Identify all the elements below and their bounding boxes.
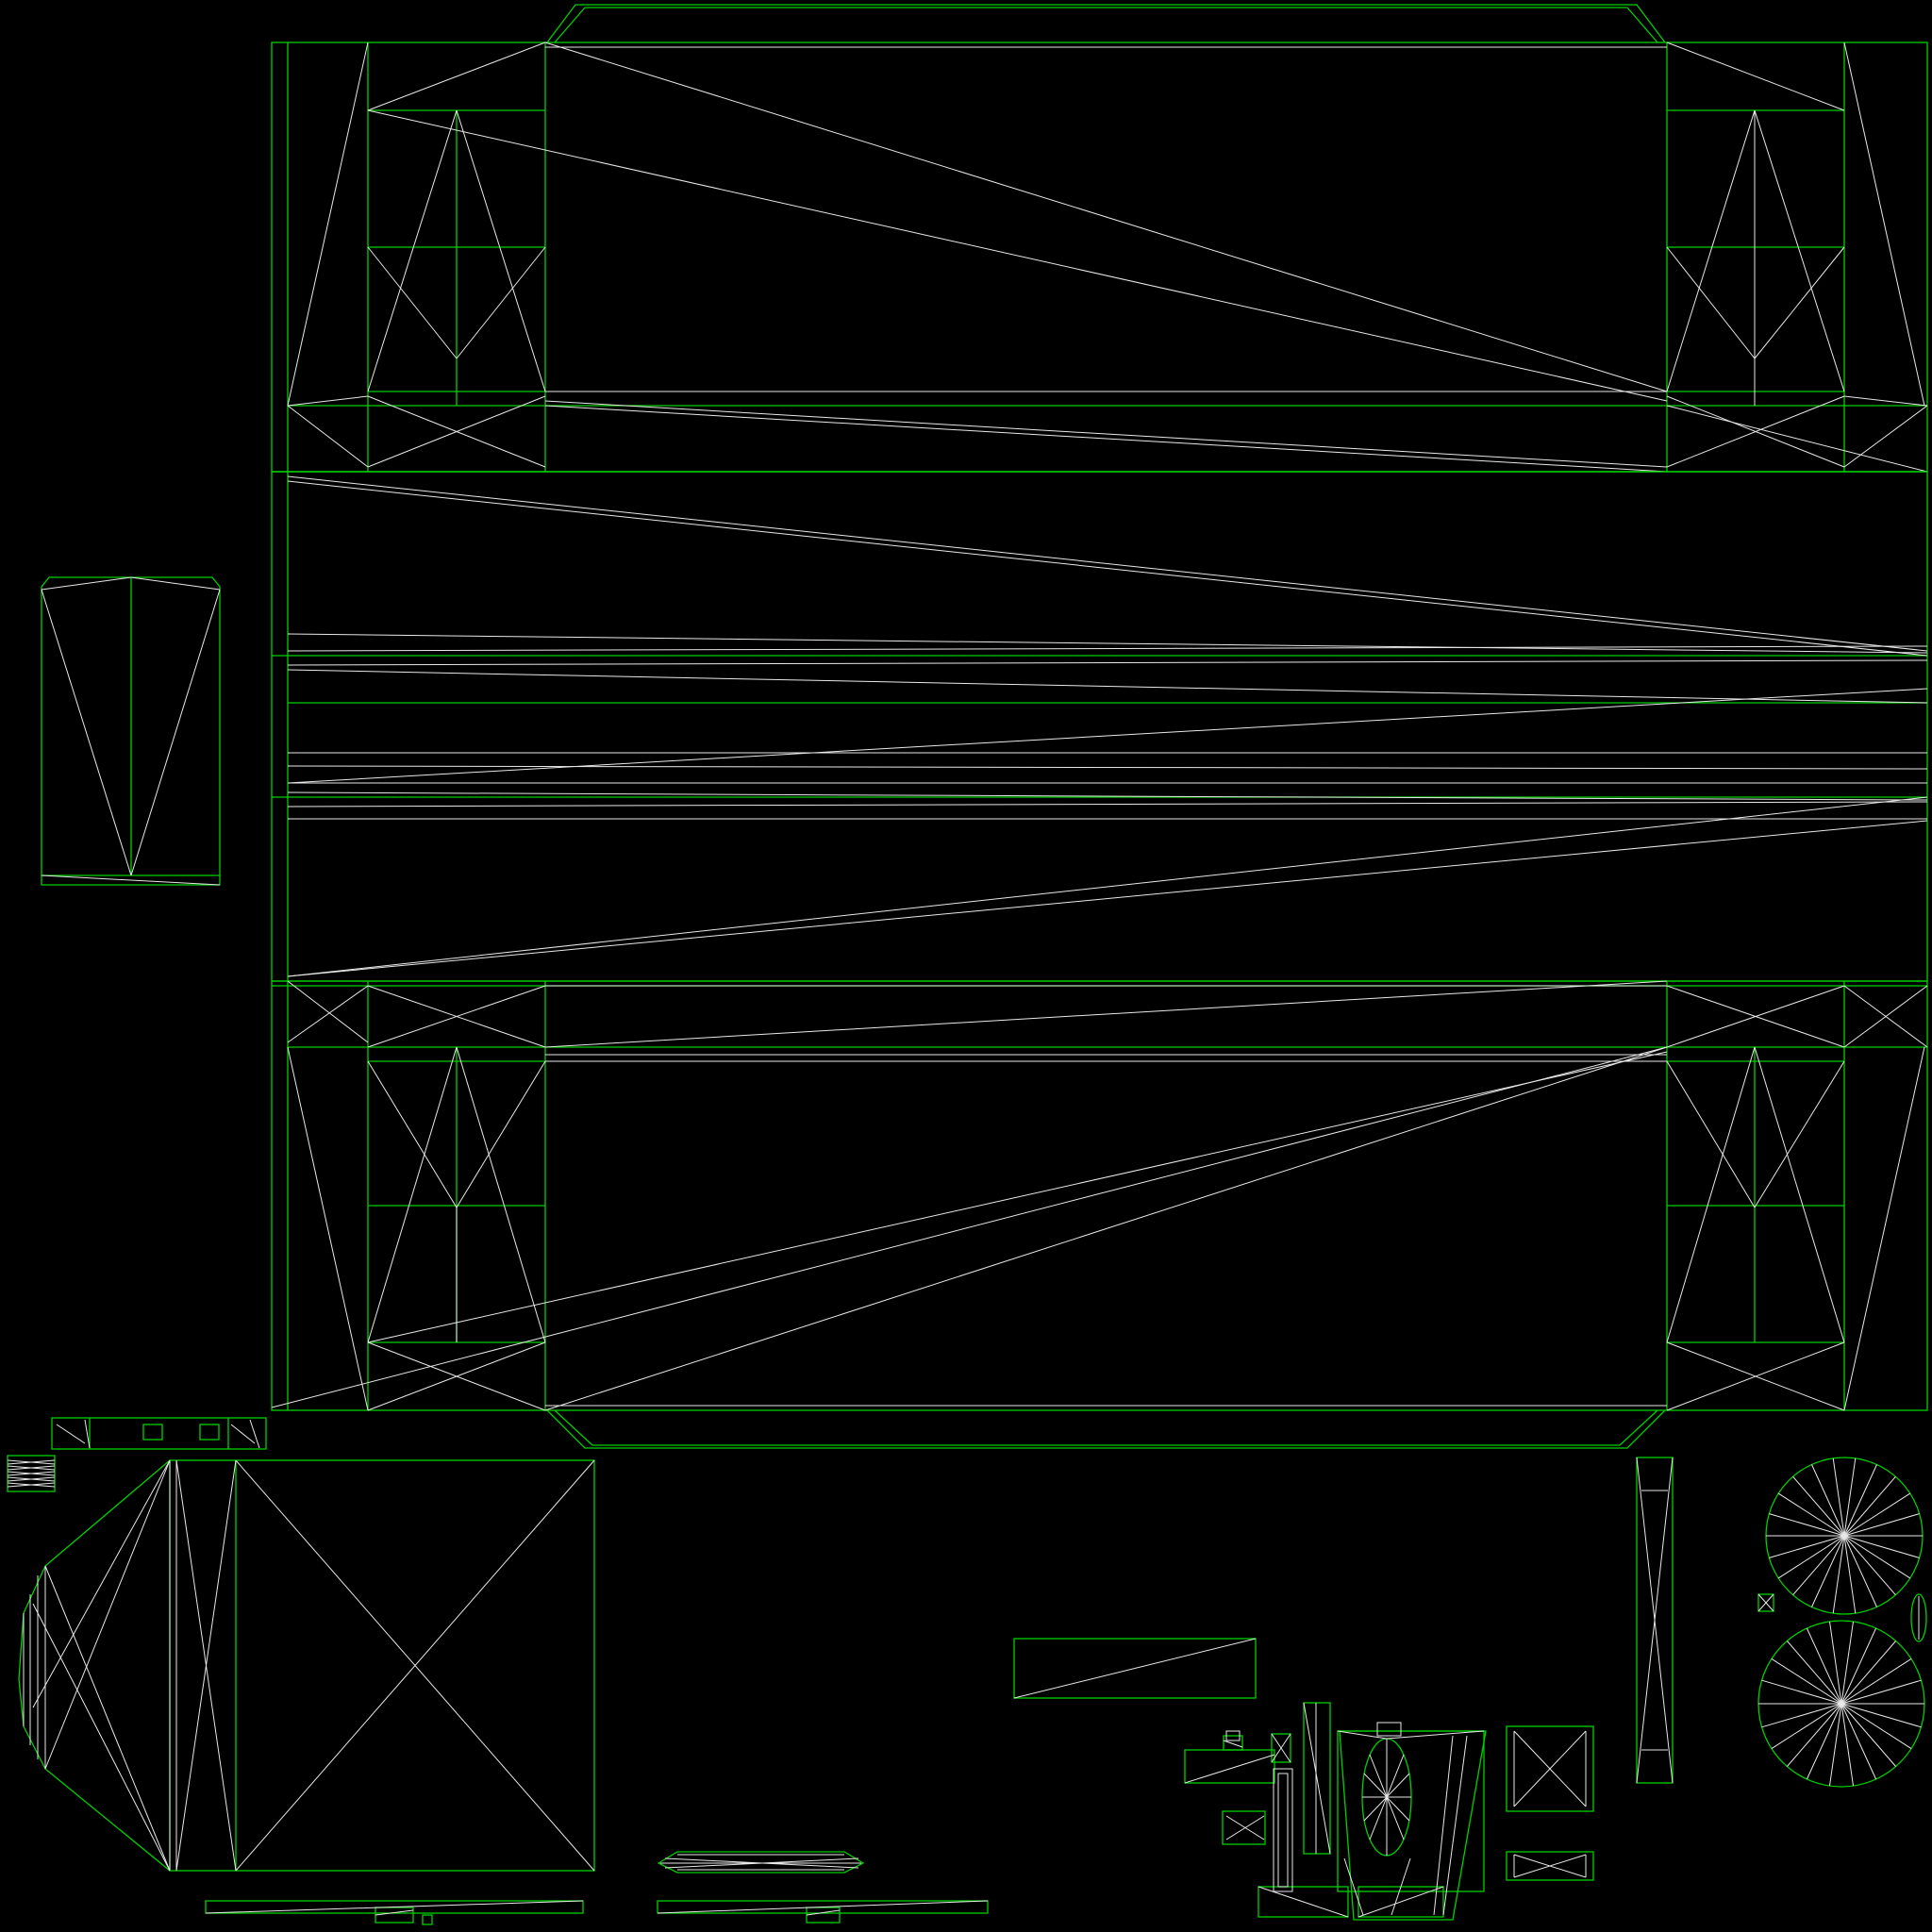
disc-spoke [1843, 1457, 1857, 1537]
disc-spoke [1761, 1679, 1842, 1705]
uv-island-left-tall [41, 576, 221, 886]
disc-spoke [1840, 1703, 1912, 1750]
disc-spoke [1843, 1535, 1920, 1558]
uv-island-hatched-patch [7, 1455, 56, 1492]
disc-spoke [1761, 1703, 1842, 1728]
disc-spoke [1811, 1535, 1845, 1607]
disc-spoke [1840, 1703, 1877, 1780]
disc-spoke [1832, 1457, 1845, 1537]
disc-spoke [1769, 1535, 1845, 1558]
disc-spoke [1777, 1535, 1845, 1579]
uv-island-small-strip [51, 1417, 267, 1450]
disc-spoke [1769, 1513, 1845, 1537]
uv-island-bottom-panel [271, 980, 1928, 1449]
disc-spoke [1787, 1641, 1842, 1705]
disc-spoke [1792, 1535, 1845, 1596]
uv-island-top-panel [271, 4, 1928, 473]
disc-spoke [1840, 1703, 1896, 1767]
disc-spoke [1829, 1703, 1842, 1787]
disc-spoke [1843, 1535, 1911, 1579]
disc-spoke [1840, 1657, 1912, 1705]
uv-island-bottom-thin-strips [205, 1900, 989, 1925]
uv-island-lens-strip [657, 1851, 865, 1874]
disc-spoke [1843, 1492, 1911, 1537]
disc-spoke [1843, 1464, 1877, 1537]
disc-spoke [1840, 1703, 1854, 1787]
uv-island-parts-cluster [1184, 1702, 1487, 1921]
uv-island-right-boxes [1506, 1725, 1594, 1881]
uv-island-loose-pieces [1757, 1593, 1927, 1642]
disc-spoke [1840, 1627, 1877, 1705]
disc-spoke [1843, 1535, 1896, 1596]
disc-spoke [1806, 1627, 1842, 1705]
disc-spoke [1843, 1535, 1877, 1607]
disc-spoke [1787, 1703, 1842, 1767]
disc-spoke [1777, 1492, 1845, 1537]
disc-spoke [1771, 1657, 1842, 1705]
disc-spoke [1840, 1621, 1854, 1705]
disc-spoke [1840, 1641, 1896, 1705]
uv-island-center-rect [1013, 1638, 1257, 1699]
disc-spoke [1829, 1621, 1842, 1705]
uv-island-bottom-left-box [18, 1459, 595, 1872]
disc-spoke [1811, 1464, 1845, 1537]
disc-spoke [1843, 1535, 1857, 1614]
uv-island-disc-upper [1765, 1457, 1924, 1615]
disc-spoke [1843, 1513, 1920, 1537]
uv-island-tall-narrow [1636, 1457, 1674, 1784]
uv-island-middle-strip [271, 471, 1928, 982]
disc-spoke [1843, 1475, 1896, 1537]
disc-spoke [1806, 1703, 1842, 1780]
disc-spoke [1840, 1703, 1922, 1728]
disc-spoke [1840, 1679, 1922, 1705]
disc-spoke [1792, 1475, 1845, 1537]
disc-spoke [1771, 1703, 1842, 1750]
uv-island-disc-lower [1757, 1620, 1925, 1788]
disc-spoke [1832, 1535, 1845, 1614]
